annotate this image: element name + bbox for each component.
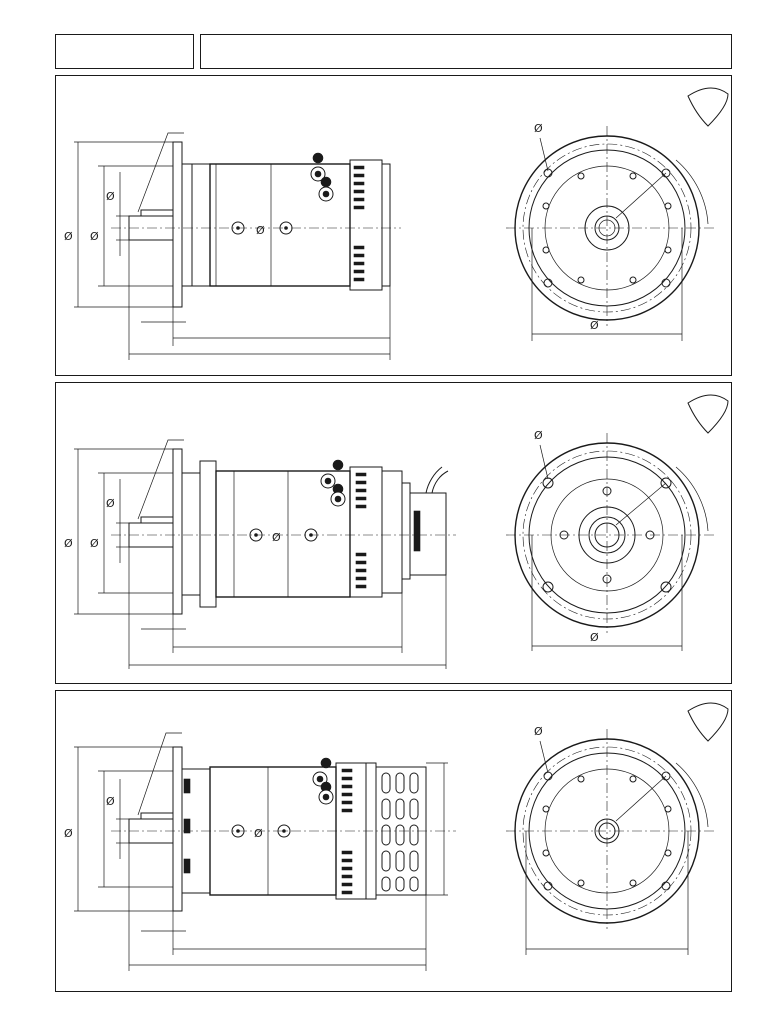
terminal-studs — [310, 152, 334, 202]
shaft-diameter-symbol: Ø — [106, 190, 115, 203]
end-view-hole-diameter-symbol: Ø — [534, 725, 543, 738]
end-view: Ø — [506, 702, 729, 955]
shaft-diameter-symbol: Ø — [106, 795, 115, 808]
drawing-panel-2: Ø Ø Ø Ø — [55, 382, 732, 684]
end-view: Ø Ø — [506, 87, 729, 341]
bolt-holes — [542, 771, 672, 891]
motor-drawing-1: Ø Ø Ø Ø — [64, 87, 729, 360]
flange-diameter-symbol: Ø — [64, 827, 73, 840]
flange — [172, 448, 183, 615]
body-diameter-symbol: Ø — [256, 224, 265, 237]
end-view: Ø Ø — [506, 394, 729, 651]
flange — [172, 746, 183, 912]
end-view-hole-diameter-symbol: Ø — [534, 122, 543, 135]
motor-drawing-3: Ø Ø Ø — [64, 702, 729, 971]
flange-outline — [514, 442, 700, 628]
flange — [172, 141, 183, 308]
spigot-diameter-symbol: Ø — [90, 230, 99, 243]
encoder-housing — [409, 492, 447, 576]
bolt-holes — [542, 168, 672, 288]
side-view: Ø Ø Ø Ø — [64, 439, 456, 669]
terminal-studs — [320, 459, 346, 507]
cowl-slots — [355, 472, 367, 589]
side-view: Ø Ø Ø Ø — [64, 132, 401, 360]
vented-cover — [375, 766, 427, 896]
flange-outline — [514, 738, 700, 924]
encoder-cable — [425, 466, 443, 494]
motor-drawing-2: Ø Ø Ø Ø — [64, 394, 729, 669]
drawing-panel-1: Ø Ø Ø Ø — [55, 75, 732, 376]
spigot-diameter-symbol: Ø — [90, 537, 99, 550]
flange-diameter-symbol: Ø — [64, 230, 73, 243]
end-view-diameter-symbol: Ø — [590, 319, 599, 332]
shaft-key — [140, 516, 174, 524]
flange-outline — [514, 135, 700, 321]
drawing-panel-3: Ø Ø Ø — [55, 690, 732, 992]
shaft-diameter-symbol: Ø — [106, 497, 115, 510]
shaft-key — [140, 209, 174, 217]
cowl-slots — [353, 165, 365, 282]
end-view-diameter-symbol: Ø — [590, 631, 599, 644]
title-block-right-cell — [200, 34, 732, 69]
orientation-marker — [687, 87, 729, 127]
cowl-slots — [341, 768, 353, 895]
vent-slots — [381, 772, 419, 892]
motor-body — [215, 470, 351, 598]
bolt-holes — [542, 477, 672, 593]
motor-end-cap — [191, 163, 211, 287]
shaft-key — [140, 812, 174, 820]
adapter-ring — [199, 460, 217, 608]
orientation-marker — [687, 394, 729, 434]
orientation-marker — [687, 702, 729, 742]
flange-diameter-symbol: Ø — [64, 537, 73, 550]
side-view: Ø Ø Ø — [64, 732, 456, 971]
title-block-left-cell — [55, 34, 194, 69]
terminal-studs — [312, 757, 334, 805]
end-view-hole-diameter-symbol: Ø — [534, 429, 543, 442]
body-diameter-symbol: Ø — [254, 827, 263, 840]
body-diameter-symbol: Ø — [272, 531, 281, 544]
